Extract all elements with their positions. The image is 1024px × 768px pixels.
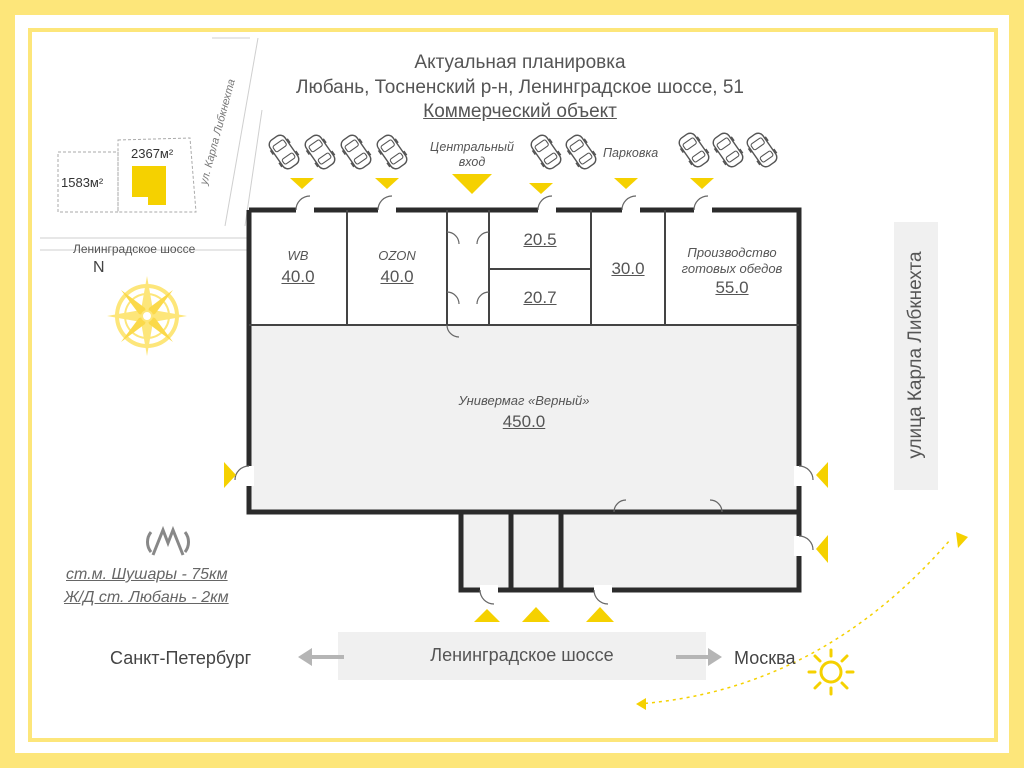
room-wb-area: 40.0	[281, 267, 315, 286]
city-right-label: Москва	[734, 648, 796, 668]
side-street-band	[894, 222, 938, 490]
site-mini-map	[40, 37, 263, 251]
arrow-left-icon	[298, 648, 312, 666]
metro-icon	[146, 525, 190, 556]
rail-distance: Ж/Д ст. Любань - 2км	[64, 589, 229, 606]
room-production-area: 55.0	[715, 278, 749, 297]
sun-path	[636, 532, 968, 710]
room-wb-name: WB	[287, 248, 309, 263]
room-store-name: Универмаг «Верный»	[458, 393, 590, 408]
highway	[298, 632, 722, 680]
compass-icon	[107, 276, 187, 356]
central-entrance-label-2: вход	[458, 155, 486, 169]
metro-distance: ст.м. Шушары - 75км	[66, 566, 228, 583]
sun-icon	[807, 648, 855, 696]
city-left-label: Санкт-Петербург	[110, 648, 252, 668]
central-entrance-marker	[452, 174, 492, 194]
highway-label: Ленинградское шоссе	[430, 645, 614, 665]
room-ozon-name: OZON	[378, 248, 416, 263]
room-20-7-area: 20.7	[523, 288, 557, 307]
address: Любань, Тосненский р-н, Ленинградское шо…	[296, 77, 744, 98]
room-30-area: 30.0	[611, 259, 645, 278]
room-production-name-2: готовых обедов	[681, 261, 783, 276]
street-bottom-label: Ленинградское шоссе	[73, 242, 196, 256]
room-20-5-area: 20.5	[523, 230, 557, 249]
side-street-label: улица Карла Либкнехта	[905, 251, 926, 459]
central-entrance-label-1: Центральный	[430, 140, 514, 154]
object-type: Коммерческий объект	[423, 101, 617, 122]
plot-large-area: 2367м²	[131, 146, 174, 161]
building-plan	[234, 195, 814, 605]
page-title: Актуальная планировка	[414, 52, 626, 73]
entrance-markers	[224, 174, 828, 622]
decorative-frame-outer	[12, 12, 1012, 756]
plot-highlight	[132, 166, 166, 205]
decorative-frame-inner	[28, 28, 998, 742]
plot-small-area: 1583м²	[61, 175, 104, 190]
room-store-area: 450.0	[502, 412, 546, 431]
parking-label: Парковка	[603, 146, 659, 160]
arrow-right-icon	[708, 648, 722, 666]
room-ozon-area: 40.0	[380, 267, 414, 286]
room-production-name-1: Производство	[687, 245, 777, 260]
north-label: N	[93, 259, 105, 276]
